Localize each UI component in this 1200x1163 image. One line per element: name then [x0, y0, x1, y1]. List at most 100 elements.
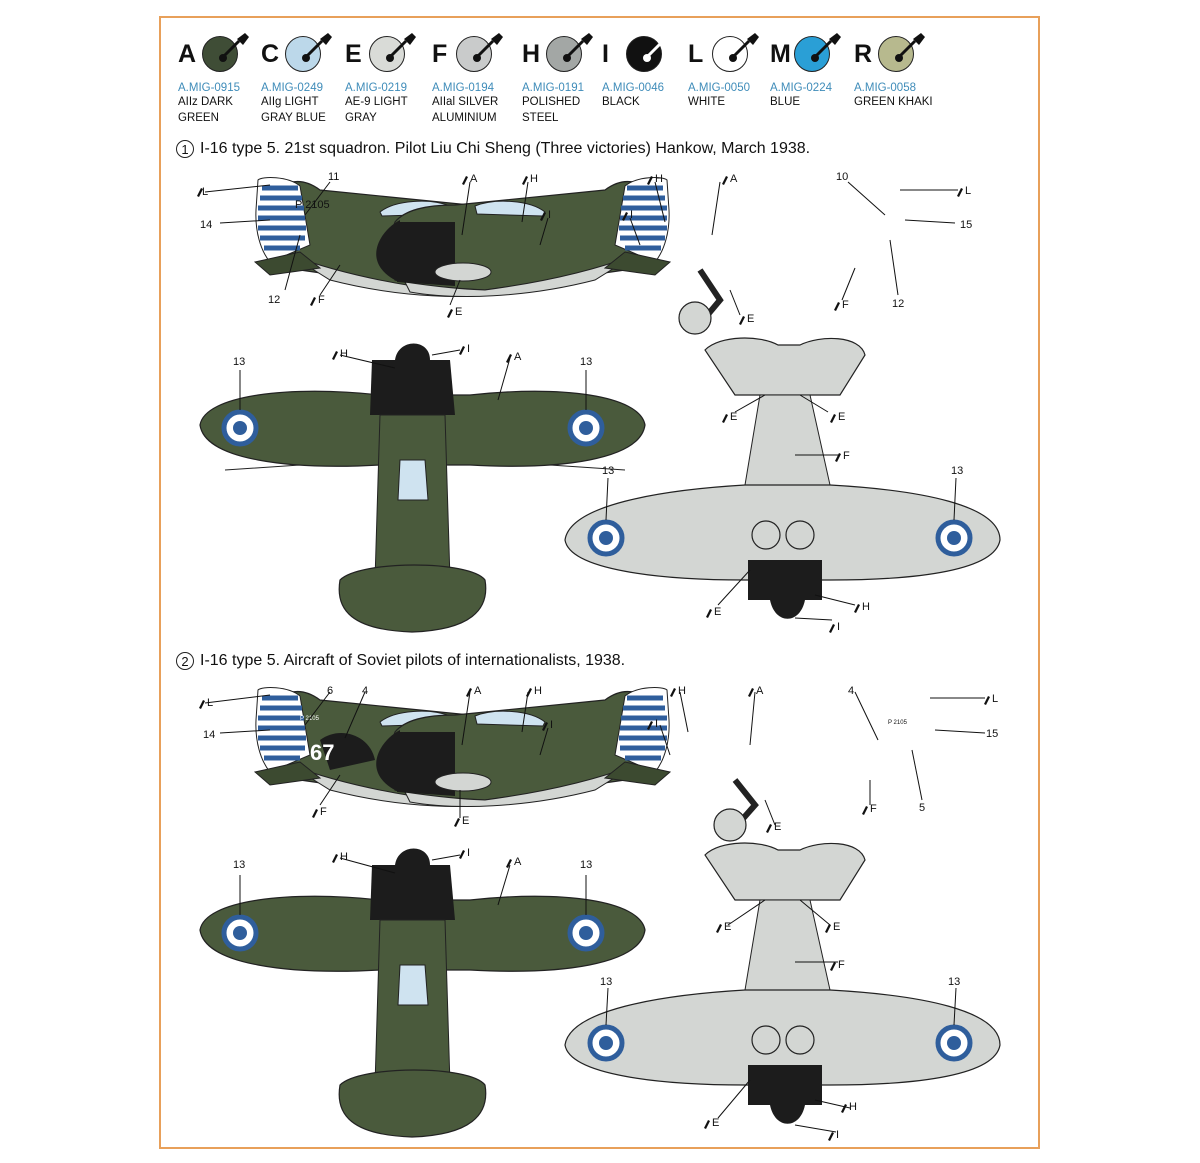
paint-swatch [712, 33, 759, 72]
callout-e: E [747, 313, 754, 325]
callout-h: H [678, 685, 686, 697]
paint-i: I A.MIG-0046 BLACK [602, 33, 692, 110]
paint-code: A.MIG-0191 [522, 82, 584, 94]
paint-a: A A.MIG-0915 AIIz DARK GREEN [178, 33, 268, 126]
paint-letter: L [688, 39, 704, 68]
callout-h: H [340, 851, 348, 863]
callout-6: 6 [327, 685, 333, 697]
paint-code: A.MIG-0046 [602, 82, 664, 94]
s1-bottom-view [564, 337, 1001, 619]
callout-l: L [965, 185, 971, 197]
paint-swatch [456, 33, 503, 72]
callout-f: F [320, 806, 327, 818]
callout-h: H [862, 601, 870, 613]
callout-14: 14 [203, 729, 215, 741]
paint-l: L A.MIG-0050 WHITE [688, 33, 778, 110]
callout-a: A [514, 351, 522, 363]
callout-13: 13 [951, 465, 963, 477]
callout-5: 5 [919, 802, 925, 814]
paint-swatch [626, 33, 673, 72]
callout-i: I [548, 209, 551, 221]
side-number: 67 [310, 740, 334, 765]
brush-icon [563, 33, 593, 62]
callout-e: E [462, 815, 469, 827]
paint-code: A.MIG-0219 [345, 82, 407, 94]
scheme-title-text: I-16 type 5. Aircraft of Soviet pilots o… [200, 652, 626, 669]
callout-e: E [724, 921, 731, 933]
paint-swatch [546, 33, 593, 72]
scheme-title-text: I-16 type 5. 21st squadron. Pilot Liu Ch… [200, 140, 811, 157]
brush-icon [473, 33, 503, 62]
brush-icon [386, 33, 416, 62]
paint-swatch [878, 33, 925, 72]
page-frame [159, 16, 1040, 1149]
paint-brush-icons [197, 176, 990, 1141]
callout-e: E [455, 306, 462, 318]
callout-e: E [774, 821, 781, 833]
paint-f: F A.MIG-0194 AIIal SILVER ALUMINIUM [432, 33, 522, 126]
callout-i: I [837, 621, 840, 633]
paint-e: E A.MIG-0219 AE-9 LIGHT GRAY [345, 33, 435, 126]
s1-top-view [199, 343, 646, 633]
callout-i: I [467, 343, 470, 355]
paint-letter: M [770, 39, 791, 68]
scheme-2-title: 2 I-16 type 5. Aircraft of Soviet pilots… [176, 652, 625, 670]
paint-legend: A A.MIG-0915 AIIz DARK GREEN C A.MIG-024… [178, 33, 1028, 134]
callout-e: E [833, 921, 840, 933]
paint-swatch [794, 33, 841, 72]
callout-a: A [470, 173, 478, 185]
paint-name-line2: ALUMINIUM [432, 112, 497, 124]
callout-13: 13 [948, 976, 960, 988]
callout-h: H [655, 173, 663, 185]
paint-name-line1: POLISHED [522, 96, 581, 108]
paint-letter: H [522, 39, 541, 68]
brush-icon [811, 33, 841, 62]
paint-code: A.MIG-0050 [688, 82, 750, 94]
callout-i: I [655, 718, 658, 730]
callout-a: A [756, 685, 764, 697]
brush-icon [302, 33, 332, 62]
callout-15: 15 [986, 728, 998, 740]
scheme-number-circle: 1 [176, 140, 194, 158]
paint-name-line1: BLACK [602, 96, 640, 108]
callout-f: F [843, 450, 850, 462]
callout-h: H [534, 685, 542, 697]
s2-top-view [199, 848, 646, 1138]
callout-l: L [207, 697, 213, 709]
paint-m: M A.MIG-0224 BLUE [770, 33, 860, 110]
paint-name-line1: AIIz DARK [178, 96, 233, 108]
paint-name-line1: AE-9 LIGHT [345, 96, 408, 108]
callout-13: 13 [580, 356, 592, 368]
side-number: 67 [868, 742, 892, 767]
paint-name-line1: WHITE [688, 96, 726, 108]
paint-letter: C [261, 39, 280, 68]
callout-e: E [838, 411, 845, 423]
wheel [678, 301, 712, 335]
callout-labels: L 14 11 12 F E A H I L 15 10 12 F E A H … [200, 171, 998, 1141]
callout-f: F [318, 294, 325, 306]
paint-code: A.MIG-0194 [432, 82, 494, 94]
paint-name-line1: GREEN KHAKI [854, 96, 933, 108]
paint-name-line2: STEEL [522, 112, 559, 124]
callout-l: L [202, 186, 208, 198]
paint-c: C A.MIG-0249 AIIg LIGHT GRAY BLUE [261, 33, 351, 126]
paint-name-line2: GREEN [178, 112, 219, 124]
callout-i: I [550, 719, 553, 731]
callout-i: I [836, 1129, 839, 1141]
paint-swatch [202, 33, 249, 72]
paint-name-line2: GRAY [345, 112, 377, 124]
callout-e: E [712, 1117, 719, 1129]
leader-lines [204, 181, 986, 1133]
callout-a: A [474, 685, 482, 697]
callout-a: A [514, 856, 522, 868]
landing-gear [732, 778, 759, 824]
callout-h: H [340, 348, 348, 360]
callout-i: I [467, 847, 470, 859]
brush-icon [643, 33, 673, 62]
callout-13: 13 [233, 859, 245, 871]
callout-13: 13 [233, 356, 245, 368]
callout-i: I [630, 209, 633, 221]
callout-h: H [849, 1101, 857, 1113]
callout-15: 15 [960, 219, 972, 231]
